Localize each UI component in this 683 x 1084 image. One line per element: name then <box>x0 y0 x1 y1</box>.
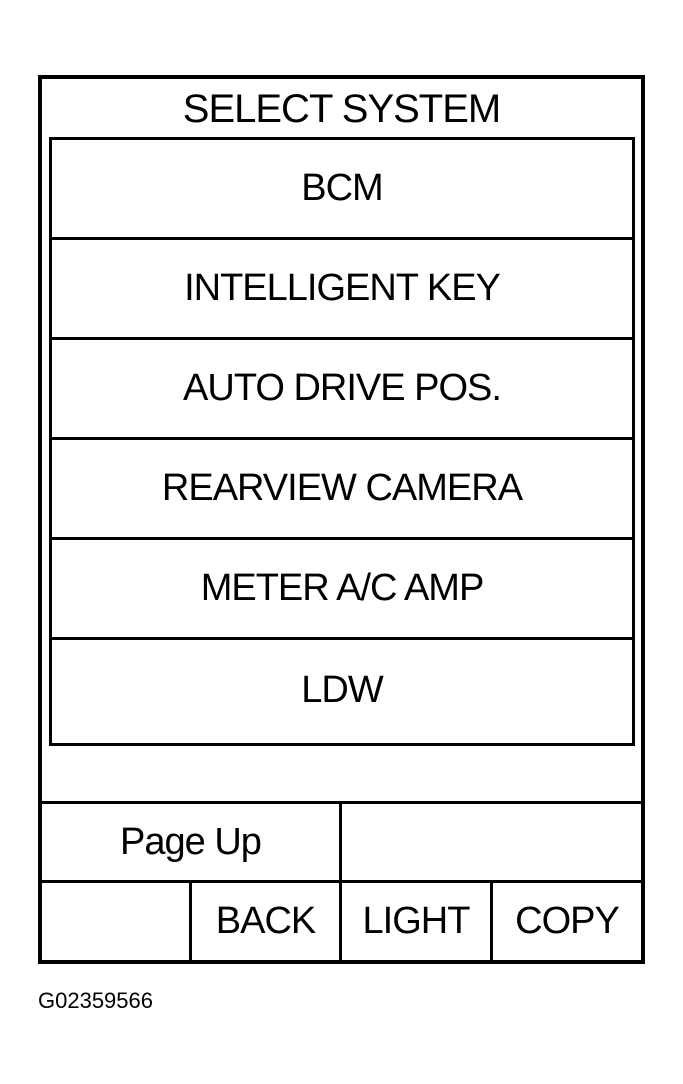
function-button-row: BACK LIGHT COPY <box>42 883 641 960</box>
system-item-meter-ac-amp[interactable]: METER A/C AMP <box>52 540 632 640</box>
empty-slot <box>342 804 641 880</box>
select-system-screen: SELECT SYSTEM BCM INTELLIGENT KEY AUTO D… <box>38 75 645 964</box>
figure-id: G02359566 <box>38 988 153 1013</box>
screen-title: SELECT SYSTEM <box>182 86 501 131</box>
system-item-intelligent-key[interactable]: INTELLIGENT KEY <box>52 240 632 340</box>
system-item-bcm[interactable]: BCM <box>52 140 632 240</box>
copy-button[interactable]: COPY <box>515 900 620 942</box>
page-nav-row: Page Up <box>42 804 641 883</box>
bottom-bar: Page Up BACK LIGHT COPY <box>42 801 641 960</box>
system-list: BCM INTELLIGENT KEY AUTO DRIVE POS. REAR… <box>49 137 635 746</box>
system-item-auto-drive-pos[interactable]: AUTO DRIVE POS. <box>52 340 632 440</box>
page-up-button[interactable]: Page Up <box>42 804 342 880</box>
system-item-rearview-camera[interactable]: REARVIEW CAMERA <box>52 440 632 540</box>
light-button[interactable]: LIGHT <box>342 883 493 960</box>
empty-button-slot <box>42 883 192 960</box>
back-button[interactable]: BACK <box>192 883 342 960</box>
system-item-ldw[interactable]: LDW <box>301 668 383 711</box>
